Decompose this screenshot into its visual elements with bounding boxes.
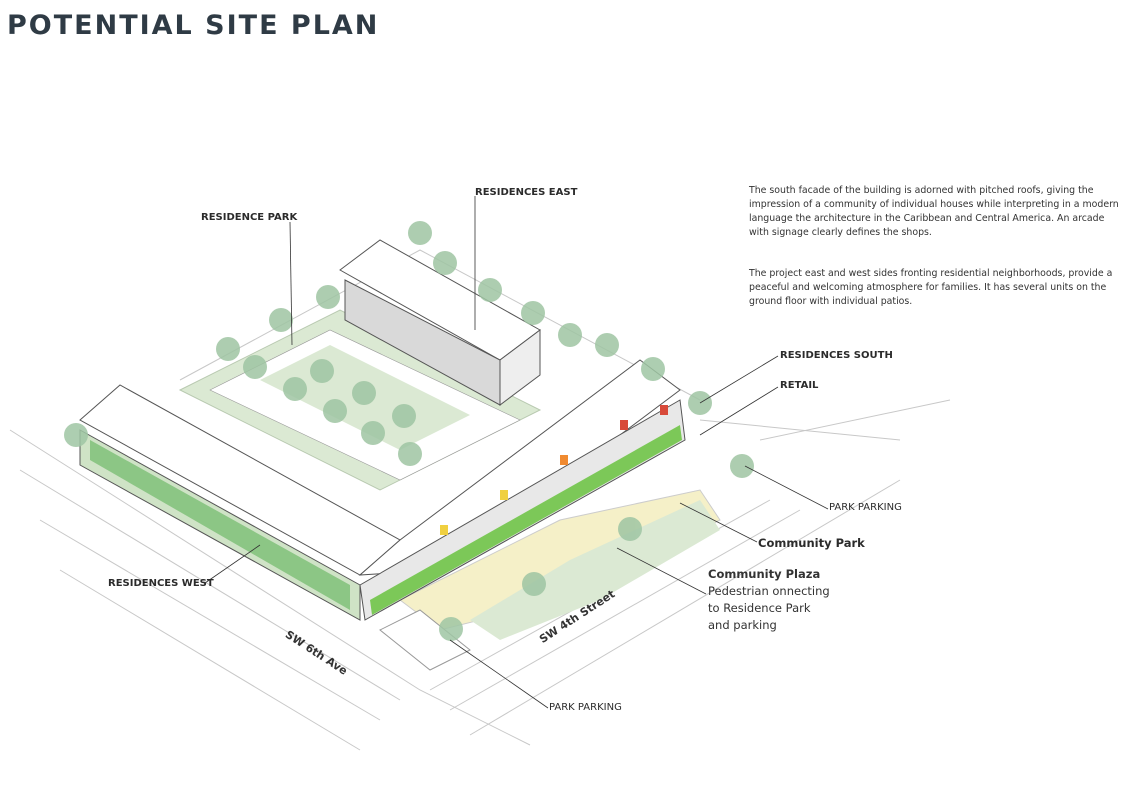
- label-community-park: Community Park: [758, 536, 865, 550]
- community-park-lawn: [470, 500, 720, 640]
- label-park-parking-east: PARK PARKING: [829, 502, 902, 513]
- trees: [64, 221, 754, 641]
- description-paragraph-1: The south facade of the building is ador…: [749, 185, 1119, 238]
- description-paragraph-2: The project east and west sides fronting…: [749, 268, 1113, 307]
- label-park-parking-south: PARK PARKING: [549, 702, 622, 713]
- community-plaza-line-3: and parking: [708, 618, 777, 632]
- label-residences-south: RESIDENCES SOUTH: [780, 350, 893, 361]
- community-plaza-line-2: to Residence Park: [708, 601, 811, 615]
- leader-lines: [204, 196, 829, 709]
- residences-west-building: [79, 384, 401, 621]
- page-title: POTENTIAL SITE PLAN: [7, 10, 380, 41]
- park-parking-south: [379, 609, 471, 671]
- residences-east-building: [339, 239, 541, 406]
- community-plaza-heading: Community Plaza: [708, 567, 821, 581]
- community-plaza-line-1: Pedestrian onnecting: [708, 584, 830, 598]
- community-plaza-callout: Community Plaza Pedestrian onnecting to …: [708, 566, 830, 634]
- label-residence-park: RESIDENCE PARK: [201, 212, 298, 223]
- label-residences-west: RESIDENCES WEST: [108, 578, 214, 589]
- label-residences-east: RESIDENCES EAST: [475, 187, 578, 198]
- label-retail: RETAIL: [780, 380, 819, 391]
